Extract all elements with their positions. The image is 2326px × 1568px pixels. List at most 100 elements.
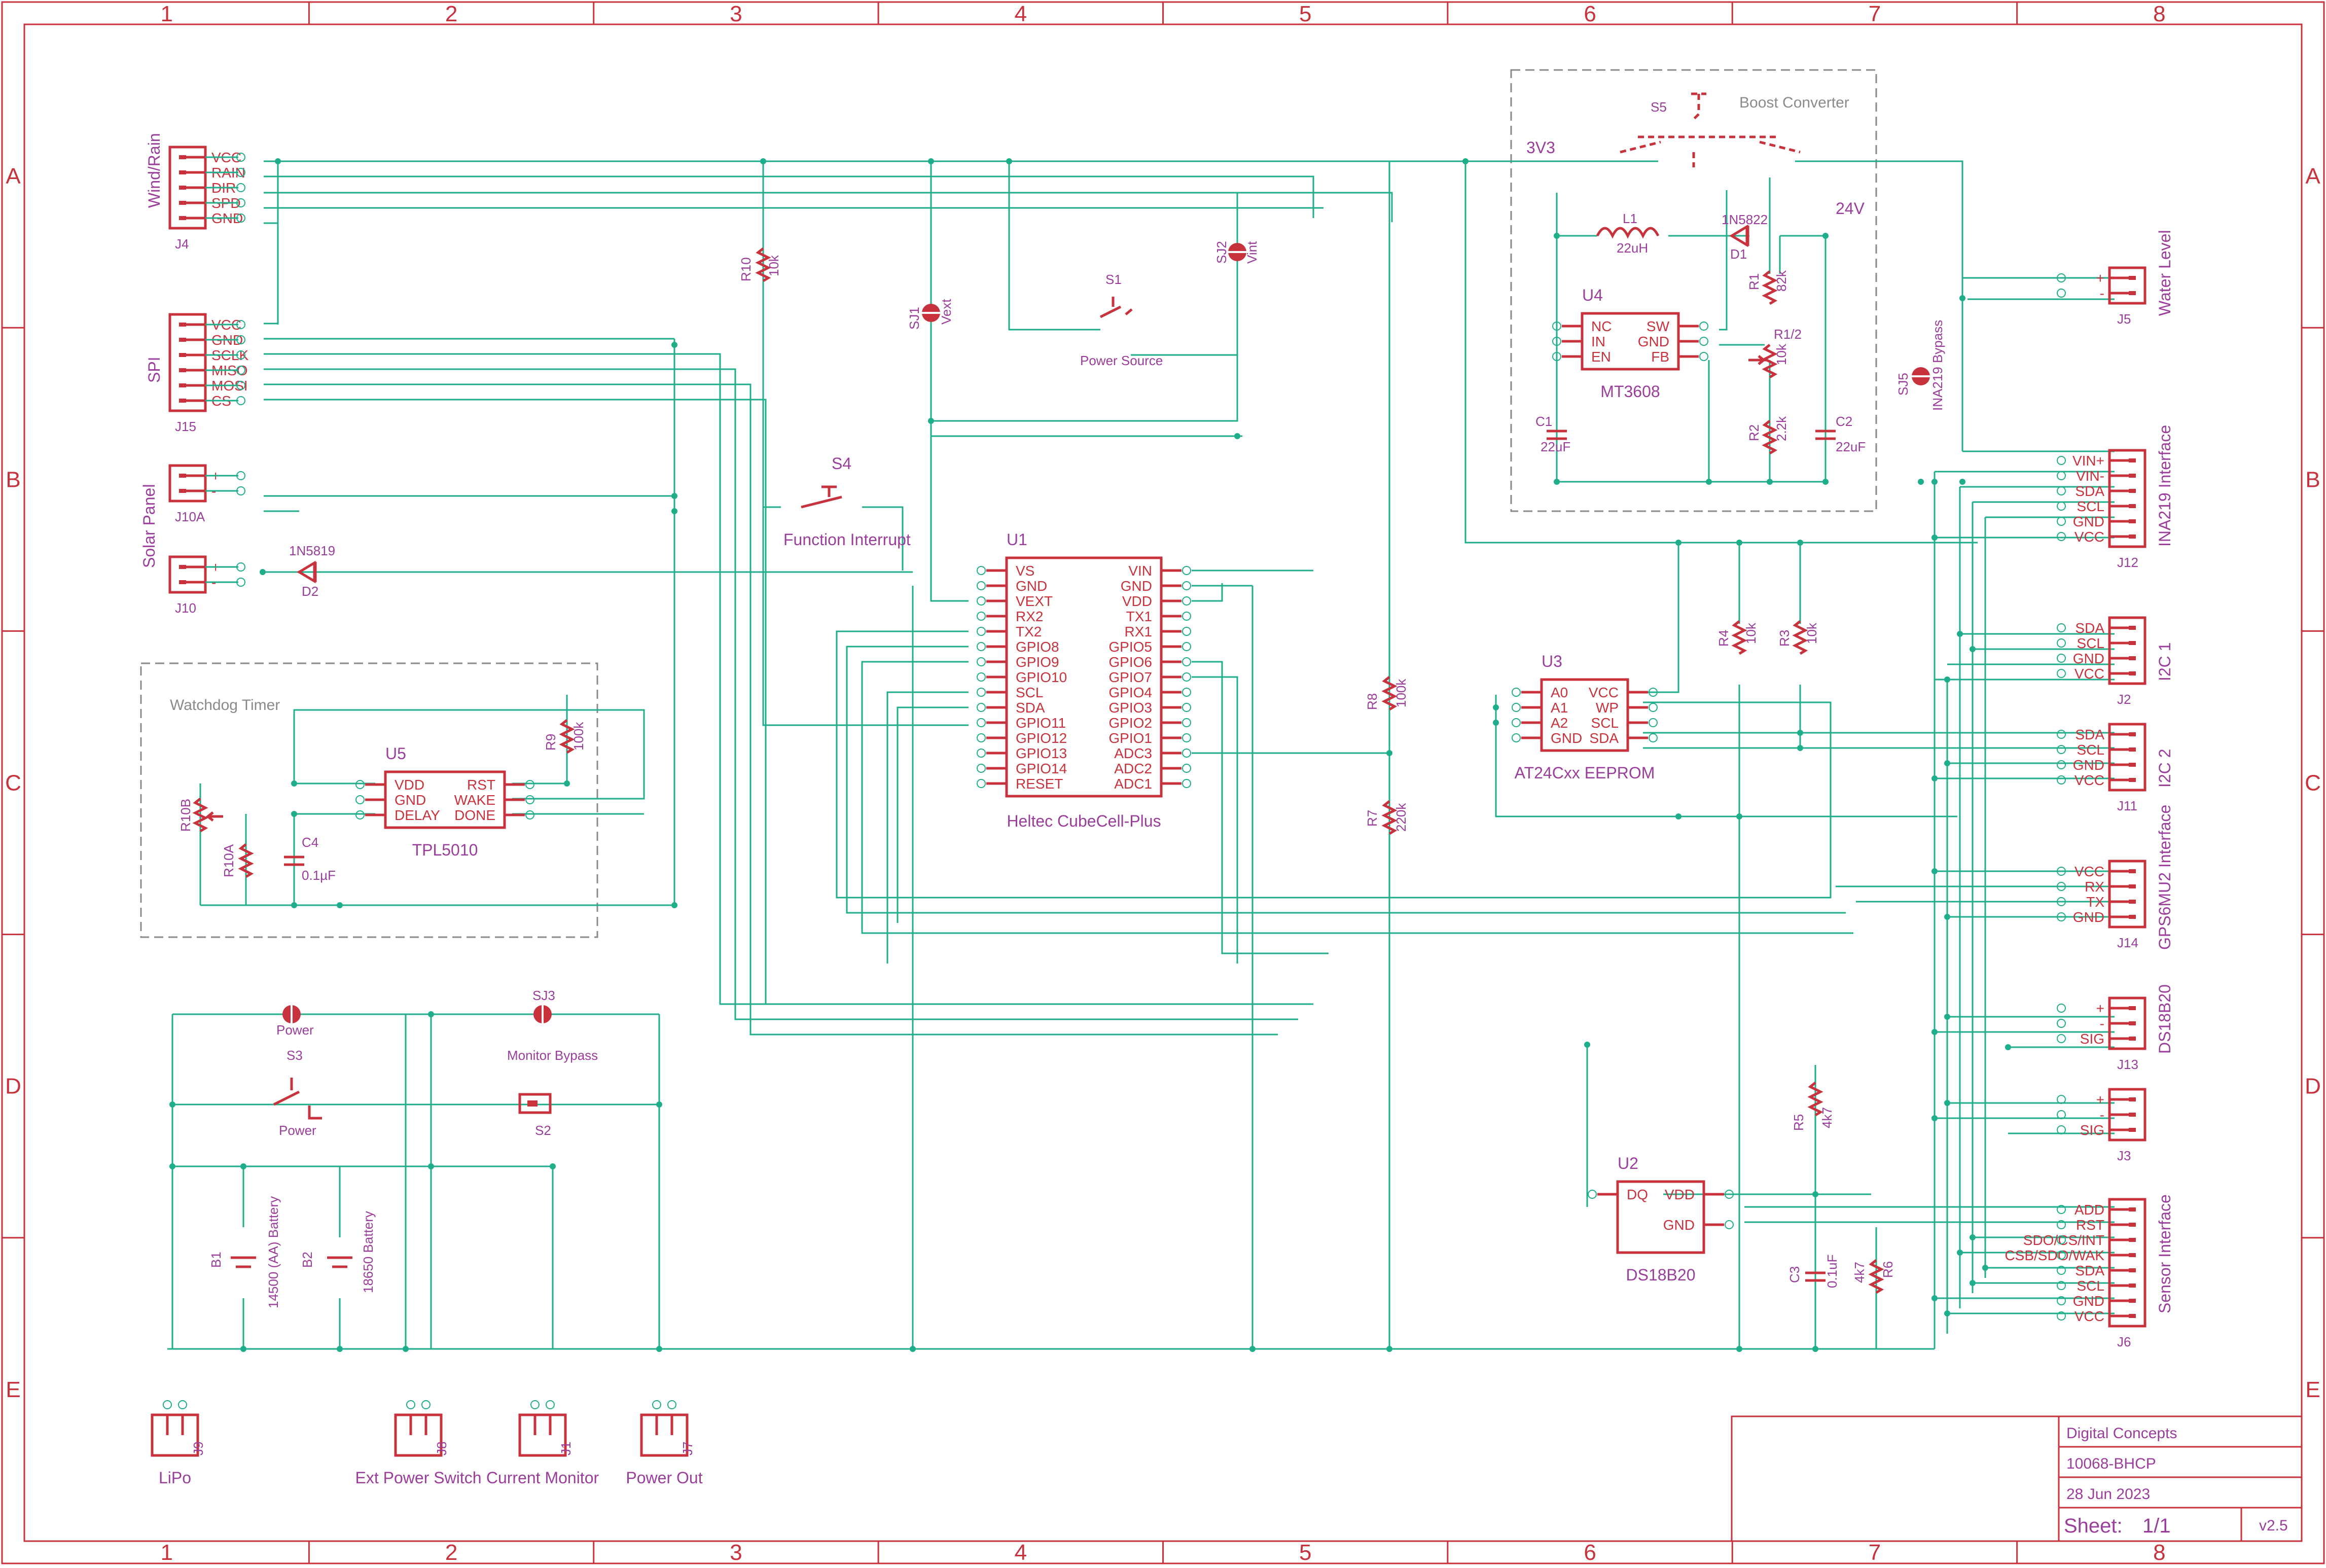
svg-text:C4: C4 [302,835,318,850]
junction-dot [1675,813,1681,819]
chip-pin-label: A2 [1551,715,1568,731]
chip-ref: U2 [1618,1154,1638,1172]
zone-column-label: 6 [1584,2,1596,26]
resistor-R3: R3 10k [1777,620,1819,655]
junction-dot [1736,1346,1742,1352]
svg-text:22uF: 22uF [1541,439,1570,454]
svg-text:C3: C3 [1787,1266,1802,1283]
title-part: 10068-BHCP [2066,1455,2156,1472]
jumper-SJ1[interactable]: SJ1 Vext [907,299,954,330]
svg-text:100k: 100k [571,722,586,751]
svg-text:SJ1: SJ1 [907,307,922,330]
connector-pin-label: + [2096,1001,2104,1016]
chips-layer: VSGNDVEXTRX2TX2GPIO8GPIO9GPIO10SCLSDAGPI… [355,286,1734,1284]
battery-B1: B1 14500 (AA) Battery [208,1196,281,1308]
junction-dot [428,1163,434,1169]
junction-dot [1554,233,1560,239]
connector-pin-label: VCC [2074,864,2104,879]
chip-pin-label: FB [1651,349,1669,365]
svg-text:SJ3: SJ3 [532,988,555,1003]
jumper-SJ3[interactable]: SJ3 Monitor Bypass [507,988,598,1063]
connector-pin-label: SDO/CS/INT [2023,1232,2104,1248]
svg-text:220k: 220k [1393,803,1409,832]
zone-column-label: 5 [1299,1540,1311,1565]
svg-text:0.1uF: 0.1uF [1824,1255,1840,1289]
svg-text:R1/2: R1/2 [1774,327,1802,342]
net-label-3v3: 3V3 [1526,138,1555,157]
switch-S3[interactable]: S3 Power [273,1048,322,1138]
switch-S4[interactable]: S4 Function Interrupt [783,454,911,549]
svg-text:C2: C2 [1836,414,1852,429]
junction-dot [1944,914,1950,920]
jumper-power[interactable]: Power [276,1005,314,1038]
junction-dot [671,493,677,499]
chip-pin-label: RESET [1016,776,1063,792]
connector-pin-label: - [2100,286,2104,301]
jumper-SJ5[interactable]: SJ5 INA219 Bypass [1895,320,1945,411]
svg-text:SJ2: SJ2 [1214,241,1229,264]
zone-row-label: B [2305,467,2320,492]
chip-pin-label: GND [1121,578,1152,594]
junction-dot [1822,233,1829,239]
title-company: Digital Concepts [2066,1425,2177,1442]
chip-pin-label: VIN [1128,563,1152,579]
junction-dot [1386,1346,1392,1352]
junction-dot [1944,676,1950,683]
watchdog-title: Watchdog Timer [170,697,280,714]
connector-j10a: +-J10A [168,464,245,524]
boost-title: Boost Converter [1739,94,1849,111]
chip-pin-label: SCL [1591,715,1619,731]
zone-column-label: 4 [1015,1540,1027,1565]
connector-pin-label: SDA [2075,727,2104,742]
connector-ref: J6 [2117,1334,2131,1349]
connector-ref: J1 [558,1442,574,1455]
junction-dot [1767,479,1773,485]
chip-pin-label: GPIO14 [1016,761,1067,776]
svg-text:D2: D2 [302,584,318,599]
connector-pin-label: ADD [2074,1202,2104,1218]
switch-S2[interactable]: S2 [518,1093,552,1138]
chip-pin-label: VDD [1122,593,1152,609]
zone-column-label: 7 [1869,1540,1881,1565]
svg-text:R3: R3 [1777,630,1792,647]
connector-j10: +-J10 [168,555,245,616]
zone-row-label: A [6,164,21,189]
connector-ref: J8 [434,1442,449,1455]
chip-pin-label: GND [1016,578,1047,594]
chip-pin-label: GPIO6 [1108,654,1152,670]
connector-pin-label: SDA [2075,620,2104,636]
junction-dot [1970,1280,1976,1286]
junction-dot [1797,540,1803,546]
connector-ref: J2 [2117,692,2131,707]
junction-dot [1493,720,1499,726]
resistor-R9: R9 100k [543,719,586,754]
switch-S5[interactable]: S5 [1620,92,1801,167]
chip-pin-label: VDD [1665,1187,1695,1202]
junction-dot [760,158,766,164]
chip-pin-label: SDA [1016,700,1045,716]
junction-dot [1234,433,1240,439]
zone-column-label: 1 [160,2,172,26]
switch-S1[interactable]: S1 Power Source [1080,272,1163,368]
resistor-R10: R10 10k [738,247,781,282]
zone-column-label: 2 [445,1540,457,1565]
chip-pin-label: GPIO11 [1016,715,1066,731]
chip-pin-label: VEXT [1016,593,1053,609]
junction-dot [1249,1346,1256,1352]
resistor-R1: R1 82k [1746,270,1789,305]
junction-dot [240,1346,246,1352]
svg-text:B2: B2 [300,1252,315,1268]
diode-D2: 1N5819 D2 [289,543,335,599]
resistor-R1-2: R1/2 10k [1748,327,1802,379]
zone-column-label: 8 [2153,1540,2165,1565]
junction-dot [291,902,297,908]
junction-dot [1736,813,1742,819]
connector-ref: J4 [175,236,189,252]
connector-pin-label: GND [2073,651,2104,666]
chip-pin-label: RX2 [1016,609,1043,624]
connector-pin-label: SCL [2077,498,2104,514]
svg-text:L1: L1 [1623,211,1637,226]
jumper-SJ2[interactable]: SJ2 Vint [1214,241,1260,264]
